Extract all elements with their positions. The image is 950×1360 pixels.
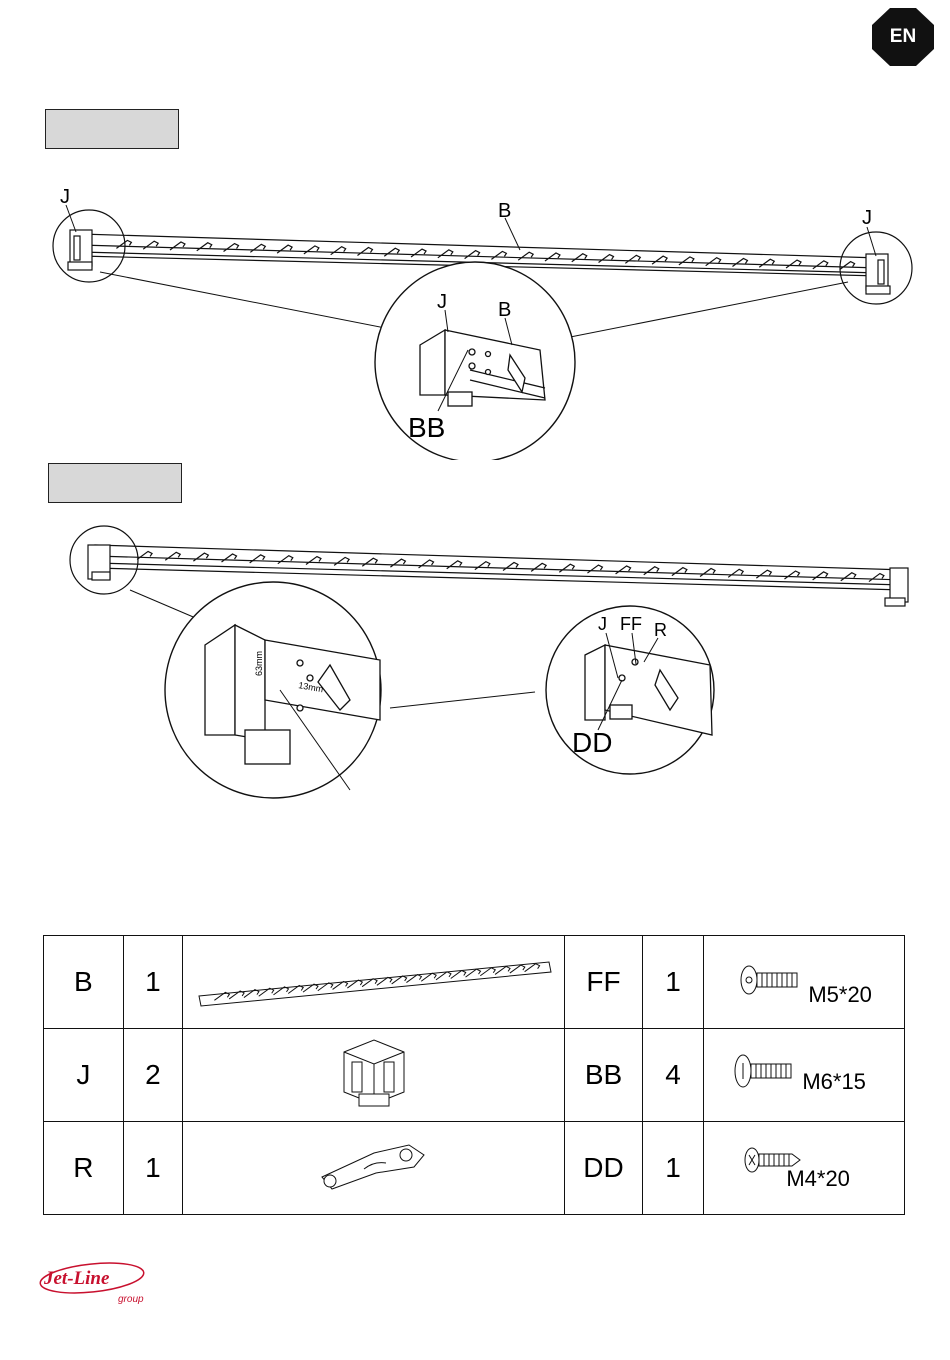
lever-part-image <box>183 1122 565 1215</box>
language-badge: EN <box>872 8 934 66</box>
rail-assembled <box>95 545 905 590</box>
fastener-qty: 1 <box>642 1122 704 1215</box>
part-qty: 1 <box>123 936 182 1029</box>
label-dd: DD <box>572 727 612 758</box>
table-row: J 2 BB 4 M6*15 <box>44 1029 905 1122</box>
button-head-screw-icon <box>740 964 800 1000</box>
label-b-top: B <box>498 200 511 222</box>
step-1-header-box <box>45 109 179 149</box>
part-qty: 1 <box>123 1122 182 1215</box>
label-j: J <box>598 614 607 634</box>
fastener-code: BB <box>565 1029 643 1122</box>
fastener-code: FF <box>565 936 643 1029</box>
language-badge-text: EN <box>872 8 934 66</box>
fastener-code: DD <box>565 1122 643 1215</box>
bracket-part-image <box>183 1029 565 1122</box>
part-qty: 2 <box>123 1029 182 1122</box>
jet-line-logo: Jet-Line group <box>36 1258 156 1308</box>
step-2-figure: 63mm 13mm J FF R DD <box>0 515 950 815</box>
svg-text:Jet-Line: Jet-Line <box>43 1268 110 1289</box>
fastener-cell: M5*20 <box>704 936 905 1029</box>
fastener-qty: 4 <box>642 1029 704 1122</box>
table-row: B 1 FF 1 M5*20 <box>44 936 905 1029</box>
step-2-header-box <box>48 463 182 503</box>
fastener-size: M5*20 <box>808 982 872 1008</box>
fastener-size: M4*20 <box>786 1166 850 1192</box>
svg-text:group: group <box>118 1294 144 1305</box>
label-dim-63: 63mm <box>254 651 264 676</box>
part-code: B <box>44 936 124 1029</box>
fastener-cell: M4*20 <box>704 1122 905 1215</box>
label-r: R <box>654 620 667 640</box>
step-1-drawing: J B J J B BB <box>0 170 950 460</box>
countersunk-screw-icon <box>734 1051 794 1091</box>
table-row: R 1 DD 1 M4*20 <box>44 1122 905 1215</box>
jet-line-logo-icon: Jet-Line group <box>36 1258 156 1308</box>
left-bracket-j <box>68 230 92 270</box>
part-code: J <box>44 1029 124 1122</box>
label-j-right: J <box>862 207 872 229</box>
label-j-left: J <box>60 186 70 208</box>
fastener-size: M6*15 <box>802 1069 866 1095</box>
part-code: R <box>44 1122 124 1215</box>
parts-table: B 1 FF 1 M5*20 J 2 <box>43 935 905 1215</box>
fastener-cell: M6*15 <box>704 1029 905 1122</box>
label-b-zoom: B <box>498 299 511 321</box>
label-ff: FF <box>620 614 642 634</box>
label-j-zoom: J <box>437 291 447 313</box>
step-1-figure: J B J J B BB <box>0 170 950 460</box>
fastener-qty: 1 <box>642 936 704 1029</box>
rail-part-image <box>183 936 565 1029</box>
step-2-drawing: 63mm 13mm J FF R DD <box>0 515 950 815</box>
right-bracket-j <box>866 254 890 294</box>
left-bracket <box>88 545 110 580</box>
label-bb-zoom: BB <box>408 412 445 443</box>
